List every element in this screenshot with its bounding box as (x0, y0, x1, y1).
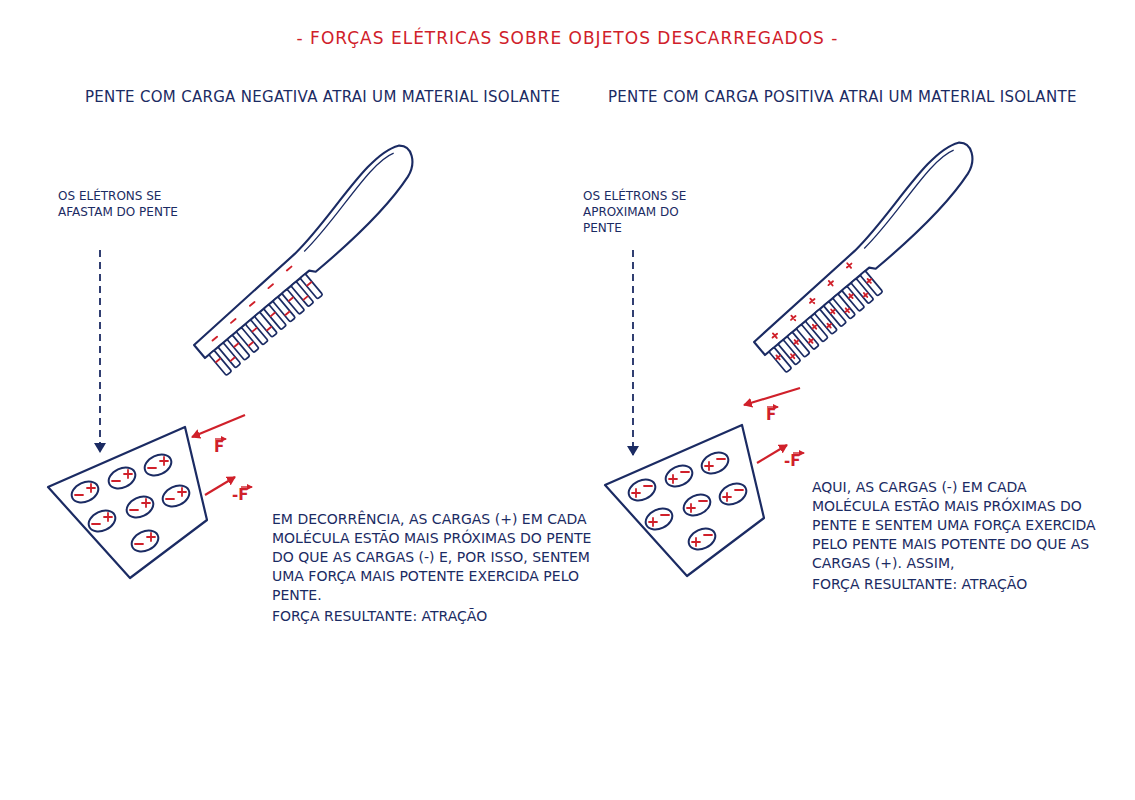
force-arrow (205, 477, 235, 495)
result-text: FORÇA RESULTANTE: ATRAÇÃO (812, 575, 1104, 594)
force-arrow (192, 415, 245, 437)
callout-text: OS ELÉTRONS SE AFASTAM DO PENTE (58, 188, 190, 220)
force-label: -F (232, 486, 248, 504)
explanation-text: EM DECORRÊNCIA, AS CARGAS (+) EM CADA MO… (272, 510, 592, 605)
force-label: F (214, 438, 224, 456)
force-label: F (766, 406, 776, 424)
callout-arrow (632, 250, 634, 455)
comb-positive (738, 136, 1005, 376)
page-title: - FORÇAS ELÉTRICAS SOBRE OBJETOS DESCARR… (0, 28, 1135, 48)
comb-negative (178, 139, 445, 379)
result-text: FORÇA RESULTANTE: ATRAÇÃO (272, 607, 592, 626)
callout-arrow (99, 250, 101, 452)
insulator-piece (605, 425, 764, 576)
insulator-piece (48, 427, 207, 578)
explanation-text: AQUI, AS CARGAS (-) EM CADA MOLÉCULA EST… (812, 478, 1104, 573)
molecules (68, 450, 192, 555)
force-label: -F (784, 452, 800, 470)
panel-heading: PENTE COM CARGA NEGATIVA ATRAI UM MATERI… (85, 86, 565, 108)
force-arrow (757, 445, 787, 463)
panel-heading: PENTE COM CARGA POSITIVA ATRAI UM MATERI… (608, 86, 1098, 108)
molecules (625, 448, 749, 553)
force-arrow (744, 388, 800, 405)
callout-text: OS ELÉTRONS SE APROXIMAM DO PENTE (583, 188, 715, 236)
